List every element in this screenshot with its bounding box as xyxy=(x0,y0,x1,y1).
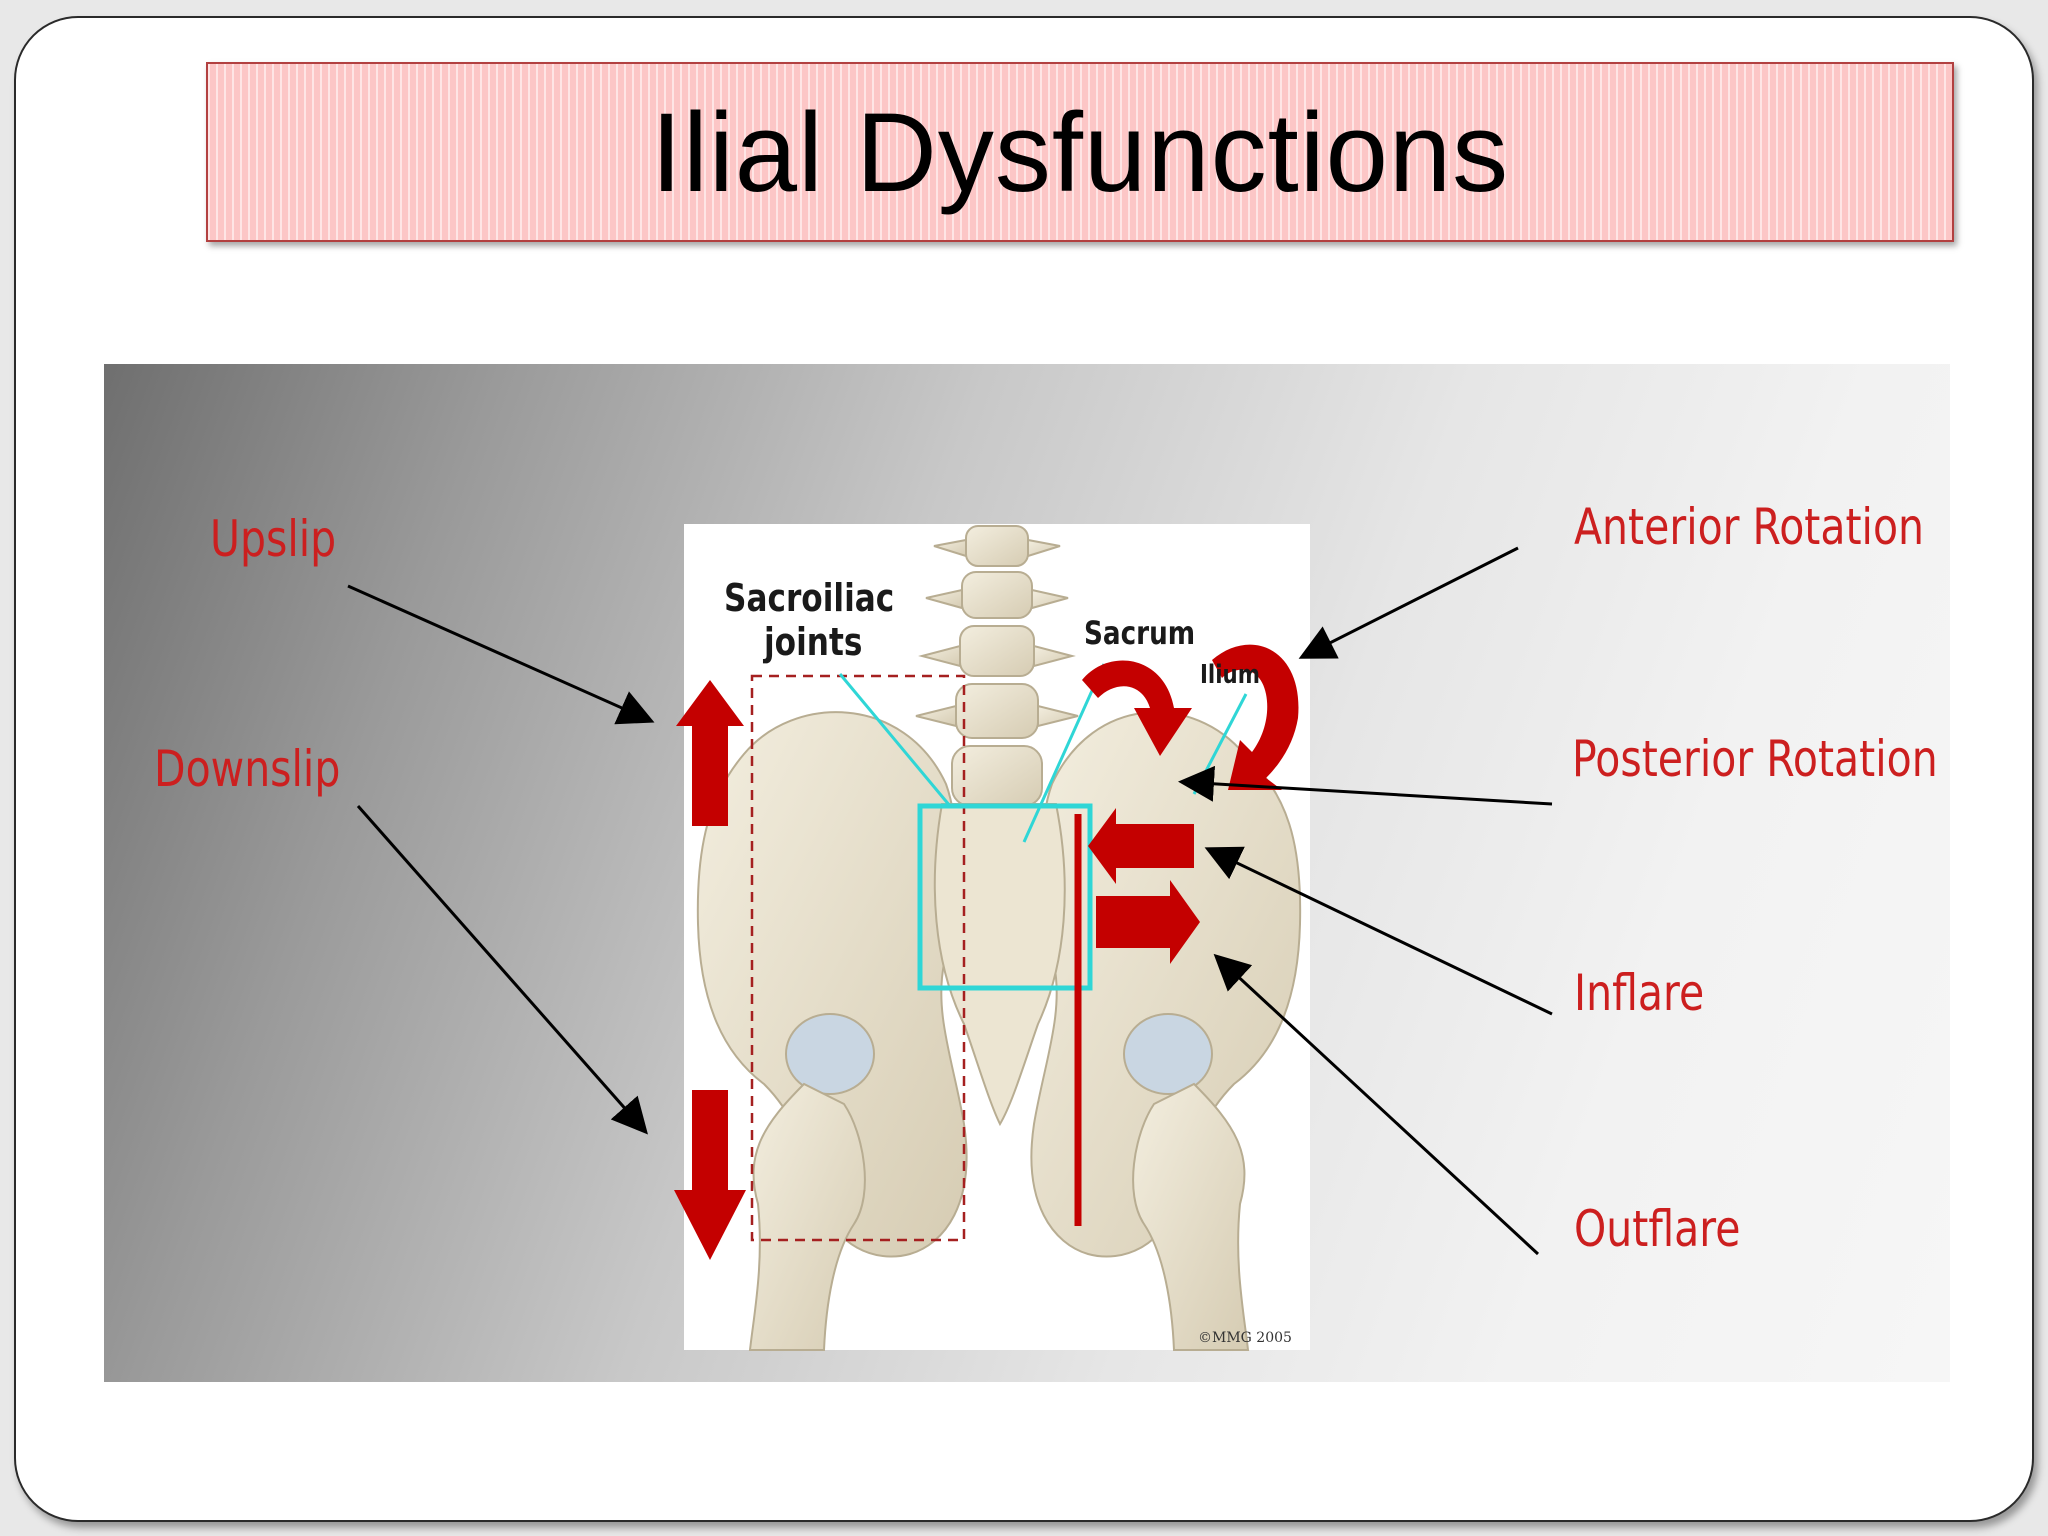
sacroiliac-box xyxy=(917,803,1093,991)
diagram-figure: Upslip Downslip Anterior Rotation Poster… xyxy=(104,364,1950,1382)
inflare-arrow xyxy=(1088,808,1194,884)
sacrum xyxy=(933,803,1066,1127)
slide: Ilial Dysfunctions xyxy=(14,16,2034,1522)
posterior-rotation-arrow xyxy=(1082,660,1192,756)
copyright-notice: ©MMG 2005 xyxy=(1198,1330,1292,1346)
label-inflare: Inflare xyxy=(1574,964,1705,1022)
outflare-arrow xyxy=(1096,880,1200,964)
upslip-pointer-arrow xyxy=(347,584,655,725)
anterior-rotation-pointer-arrow xyxy=(1298,546,1519,659)
femurs xyxy=(748,1013,1250,1351)
spine xyxy=(915,525,1079,807)
downslip-pointer-arrow xyxy=(356,805,648,1135)
label-sacroiliac-line1: Sacroiliac xyxy=(724,576,895,620)
label-posterior-rotation: Posterior Rotation xyxy=(1572,730,1938,788)
label-sacroiliac-line2: joints xyxy=(764,620,863,664)
sacroiliac-pointer xyxy=(838,673,952,807)
label-ilium: Ilium xyxy=(1200,660,1260,690)
anterior-rotation-arrow xyxy=(1212,644,1299,790)
upslip-arrow xyxy=(676,680,744,826)
label-anterior-rotation: Anterior Rotation xyxy=(1574,498,1925,556)
title-banner: Ilial Dysfunctions xyxy=(206,62,1954,242)
label-outflare: Outflare xyxy=(1574,1200,1741,1258)
posterior-rotation-pointer-arrow xyxy=(1178,765,1553,806)
diagram-graphic xyxy=(347,524,1553,1351)
upslip-region-box xyxy=(750,674,966,1242)
label-sacrum: Sacrum xyxy=(1084,614,1196,652)
label-downslip: Downslip xyxy=(154,740,341,798)
label-upslip: Upslip xyxy=(210,510,337,568)
inflare-pointer-arrow xyxy=(1204,846,1553,1016)
sacrum-pointer xyxy=(1022,663,1106,843)
downslip-arrow xyxy=(674,1090,746,1260)
left-ilium xyxy=(696,711,968,1258)
slide-title: Ilial Dysfunctions xyxy=(650,89,1510,215)
outflare-pointer-arrow xyxy=(1213,953,1540,1256)
